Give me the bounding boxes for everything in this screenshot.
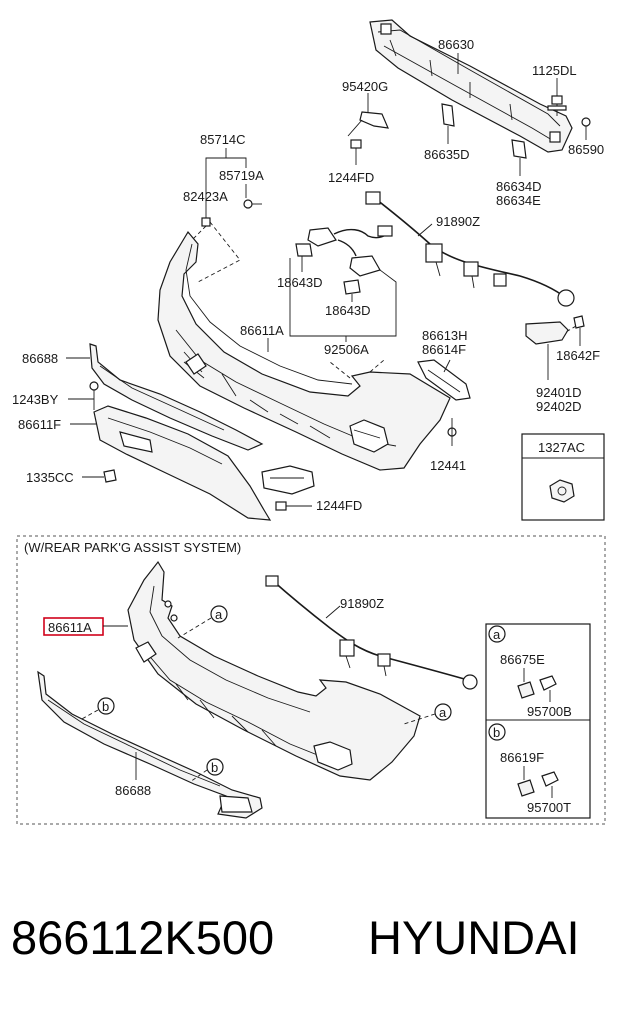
ref-b-2-label: b: [211, 760, 218, 775]
label-86630: 86630: [438, 37, 474, 52]
sensor-parts-box: [485, 623, 591, 819]
ref-a-2: [434, 703, 452, 721]
label-92402d: 92402D: [536, 399, 582, 414]
parts-diagram: 86630 1125DL 86590 95420G 1244FD 86635D …: [12, 19, 606, 825]
section-title: (W/REAR PARK'G ASSIST SYSTEM): [24, 540, 241, 555]
label-86611a-bottom: 86611A: [48, 620, 92, 635]
label-86614f: 86614F: [422, 342, 466, 357]
label-86634e: 86634E: [496, 193, 541, 208]
label-91890z-bottom: 91890Z: [340, 596, 384, 611]
label-91890z-top: 91890Z: [436, 214, 480, 229]
label-86688-top: 86688: [22, 351, 58, 366]
bumper-cover-park-assist: [127, 560, 421, 781]
part-box-1327ac: [521, 433, 605, 521]
brand-name: HYUNDAI: [368, 911, 580, 964]
label-86619f: 86619F: [500, 750, 544, 765]
screw-85719a: [243, 199, 262, 209]
sensor-harness-92506a: [307, 225, 393, 277]
box-ref-a-label: a: [493, 627, 501, 642]
bolt-1244fd-top: [350, 139, 362, 165]
rear-bumper-beam: [369, 19, 573, 153]
nut-1335cc: [103, 469, 117, 483]
label-86611f: 86611F: [18, 417, 61, 432]
label-1244fd-bottom: 1244FD: [316, 498, 362, 513]
ref-a-1-label: a: [215, 607, 223, 622]
label-92401d: 92401D: [536, 385, 582, 400]
label-86613h: 86613H: [422, 328, 468, 343]
screw-12441: [447, 418, 457, 446]
label-85719a: 85719A: [219, 168, 264, 183]
bumper-cover-top: [157, 230, 451, 471]
label-1335cc: 1335CC: [26, 470, 74, 485]
bracket-86634d: [511, 139, 527, 159]
bracket-18643d-b: [343, 279, 361, 295]
ref-b-1-label: b: [102, 699, 109, 714]
label-86675e: 86675E: [500, 652, 545, 667]
bracket-18643d-a: [295, 243, 313, 257]
ref-b-1: [97, 697, 115, 715]
lower-lip-bottom: [37, 670, 263, 819]
label-86590: 86590: [568, 142, 604, 157]
lower-lip-top: [89, 343, 264, 451]
ref-a-2-label: a: [439, 705, 447, 720]
screw-1243by: [89, 381, 99, 410]
reflector-92401d: [525, 321, 569, 345]
bolt-1125dl: [547, 95, 567, 116]
wiring-harness-top: [365, 191, 575, 307]
label-1327ac: 1327AC: [538, 440, 585, 455]
label-92506a: 92506A: [324, 342, 369, 357]
side-bracket-86613h: [417, 359, 471, 401]
bolt-1244fd-bottom: [275, 501, 312, 511]
ref-a-1: [210, 605, 228, 623]
part-number: 866112K500: [11, 911, 275, 964]
label-18642f: 18642F: [556, 348, 600, 363]
highlight-86611a: [43, 617, 104, 636]
ref-b-2: [206, 758, 224, 776]
clip-82423a: [201, 217, 211, 227]
bracket-95420g: [347, 111, 389, 137]
label-86635d: 86635D: [424, 147, 470, 162]
label-86688-bottom: 86688: [115, 783, 151, 798]
label-95700b: 95700B: [527, 704, 572, 719]
bracket-86635d: [441, 103, 455, 127]
footer: 866112K500 HYUNDAI: [0, 900, 623, 980]
label-18643d-a: 18643D: [277, 275, 323, 290]
label-1125dl: 1125DL: [532, 63, 577, 78]
label-86611a-top: 86611A: [240, 323, 284, 338]
label-1243by: 1243BY: [12, 392, 59, 407]
label-18643d-b: 18643D: [325, 303, 371, 318]
label-1244fd-top: 1244FD: [328, 170, 374, 185]
clip-18642f: [565, 315, 585, 333]
wiring-harness-bottom: [265, 575, 478, 690]
label-85714c: 85714C: [200, 132, 246, 147]
label-95420g: 95420G: [342, 79, 388, 94]
label-12441: 12441: [430, 458, 466, 473]
label-86634d: 86634D: [496, 179, 542, 194]
label-82423a: 82423A: [183, 189, 228, 204]
lower-panel-86611f: [93, 405, 315, 521]
clip-86590: [581, 117, 591, 140]
park-assist-section-frame: [16, 535, 606, 825]
label-95700t: 95700T: [527, 800, 571, 815]
box-ref-b-label: b: [493, 725, 500, 740]
